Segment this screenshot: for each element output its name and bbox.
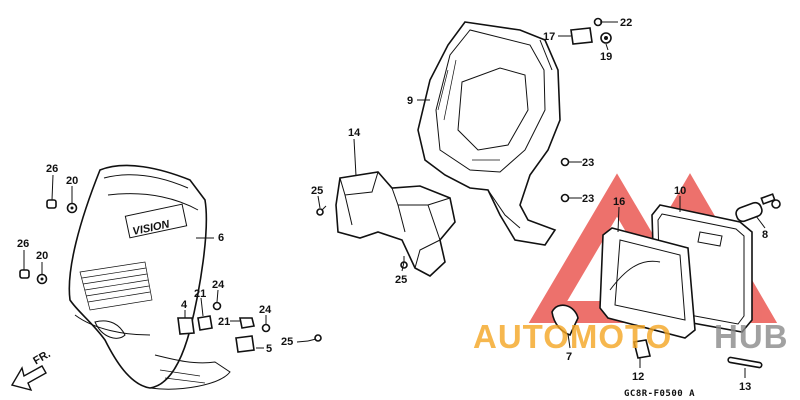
- callout-5: 5: [266, 343, 272, 355]
- callout-23-a: 23: [582, 157, 594, 169]
- screw-part-24-b: [261, 323, 271, 333]
- front-direction-label: FR.: [31, 348, 52, 367]
- watermark-text: AUTOMOTO HUB: [473, 318, 789, 355]
- watermark-text-gray: HUB: [714, 318, 789, 355]
- duct-part-14: [335, 171, 456, 277]
- front-direction-arrow: FR.: [10, 348, 53, 392]
- callout-14: 14: [348, 127, 361, 139]
- screw-part-23-a: [560, 157, 575, 167]
- pin-part-13: [727, 356, 763, 369]
- callout-25-b: 25: [311, 185, 323, 197]
- inner-cover-part-6: VISION: [68, 164, 231, 390]
- callout-21-b: 21: [218, 316, 230, 328]
- callout-20-bottom: 20: [36, 250, 48, 262]
- callout-4: 4: [181, 299, 188, 311]
- callout-24-a: 24: [212, 279, 225, 291]
- drawing-code: GC8R-F0500 A: [624, 389, 695, 399]
- clip-part-21-b: [239, 317, 255, 329]
- grommet-part-19: [600, 32, 612, 44]
- callout-16: 16: [613, 196, 625, 208]
- lock-part-8: [735, 193, 781, 223]
- callout-7: 7: [566, 351, 572, 363]
- callout-10: 10: [674, 185, 686, 197]
- bracket-part-17: [570, 27, 593, 45]
- callout-12: 12: [632, 371, 644, 383]
- leader-lines: [23, 21, 766, 378]
- fastener-20-bottom: [36, 273, 48, 285]
- screw-part-23-b: [560, 193, 575, 203]
- callout-8: 8: [762, 229, 768, 241]
- callout-20-top: 20: [66, 175, 78, 187]
- inner-box-part-9: [417, 21, 561, 246]
- callout-26-top: 26: [46, 163, 58, 175]
- callout-13: 13: [739, 381, 751, 393]
- seal-part-7: [551, 304, 579, 337]
- bracket-part-4: [177, 317, 195, 335]
- callout-9: 9: [407, 95, 413, 107]
- fastener-20-top: [66, 202, 78, 214]
- callout-23-b: 23: [582, 193, 594, 205]
- callout-17: 17: [543, 31, 555, 43]
- callout-24-b: 24: [259, 304, 272, 316]
- callout-19: 19: [600, 51, 612, 63]
- callout-25-a: 25: [281, 336, 293, 348]
- callout-25-c: 25: [395, 274, 407, 286]
- callout-22: 22: [620, 17, 632, 29]
- panel-part-16: [599, 227, 696, 339]
- screw-part-24-a: [212, 301, 222, 311]
- fastener-26-bottom: [19, 269, 30, 279]
- nut-part-5: [235, 335, 255, 353]
- clip-part-21-a: [197, 315, 213, 331]
- screw-part-25-a: [307, 334, 322, 342]
- callout-21-a: 21: [194, 288, 206, 300]
- callouts: 26 20 26 20 6 4 21 24 21 24 5 25 14 25 2…: [17, 17, 768, 393]
- fastener-26-top: [46, 199, 57, 209]
- cap-part-12: [633, 339, 651, 359]
- callout-6: 6: [218, 232, 224, 244]
- callout-26-bottom: 26: [17, 238, 29, 250]
- watermark-text-orange: AUTOMOTO: [473, 318, 672, 355]
- screw-part-25-b: [316, 205, 327, 216]
